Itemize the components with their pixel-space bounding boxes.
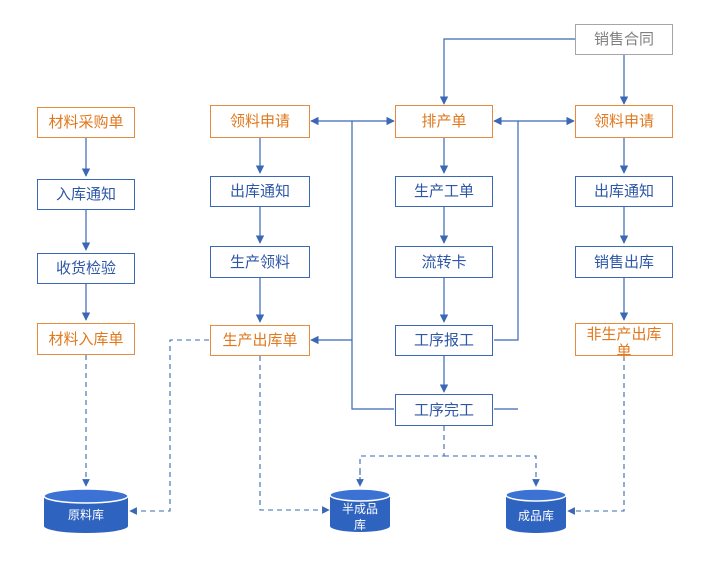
edge-production-outbound-to-raw (129, 339, 209, 515)
node-outbound-notice-right: 出库通知 (575, 176, 673, 207)
storage-label-semi-finished: 半成品库 (341, 502, 378, 532)
node-material-requisition-left: 领料申请 (210, 105, 310, 138)
node-sales-contract: 销售合同 (575, 24, 673, 55)
node-process-complete: 工序完工 (395, 394, 493, 426)
node-sales-outbound: 销售出库 (575, 246, 673, 278)
node-outbound-notice-left: 出库通知 (210, 176, 310, 207)
node-material-inbound-slip: 材料入库单 (37, 323, 135, 355)
edge-complete-loop-left (351, 121, 394, 410)
node-production-picking: 生产领料 (210, 246, 310, 278)
edge-nonproduction-to-finished (567, 356, 625, 515)
node-material-requisition-right: 领料申请 (575, 105, 673, 138)
edge-complete-to-stores (359, 426, 445, 486)
dashed-connectors (82, 339, 625, 515)
node-inbound-notice: 入库通知 (37, 179, 135, 210)
storage-label-finished-goods: 成品库 (517, 509, 554, 523)
storage-label-raw-material: 原料库 (67, 508, 104, 522)
edge-report-loop-right (494, 121, 519, 341)
storage-semi-finished (329, 488, 391, 532)
storage-raw-material (43, 488, 129, 533)
node-receiving-inspection: 收货检验 (37, 253, 135, 284)
storage-finished-goods (505, 488, 567, 533)
node-work-order: 生产工单 (395, 176, 493, 207)
solid-connectors (81, 38, 629, 410)
node-production-outbound-slip: 生产出库单 (210, 325, 310, 356)
edge-contract-to-schedule (439, 38, 575, 105)
node-non-production-outbound-slip: 非生产出库单 (575, 323, 673, 360)
node-material-purchase-order: 材料采购单 (37, 107, 135, 138)
node-process-report: 工序报工 (395, 325, 493, 356)
node-transfer-card: 流转卡 (395, 246, 493, 278)
node-production-schedule: 排产单 (395, 105, 493, 138)
edge-complete-to-finished (444, 455, 540, 487)
edge-production-outbound-to-semi (259, 356, 330, 514)
